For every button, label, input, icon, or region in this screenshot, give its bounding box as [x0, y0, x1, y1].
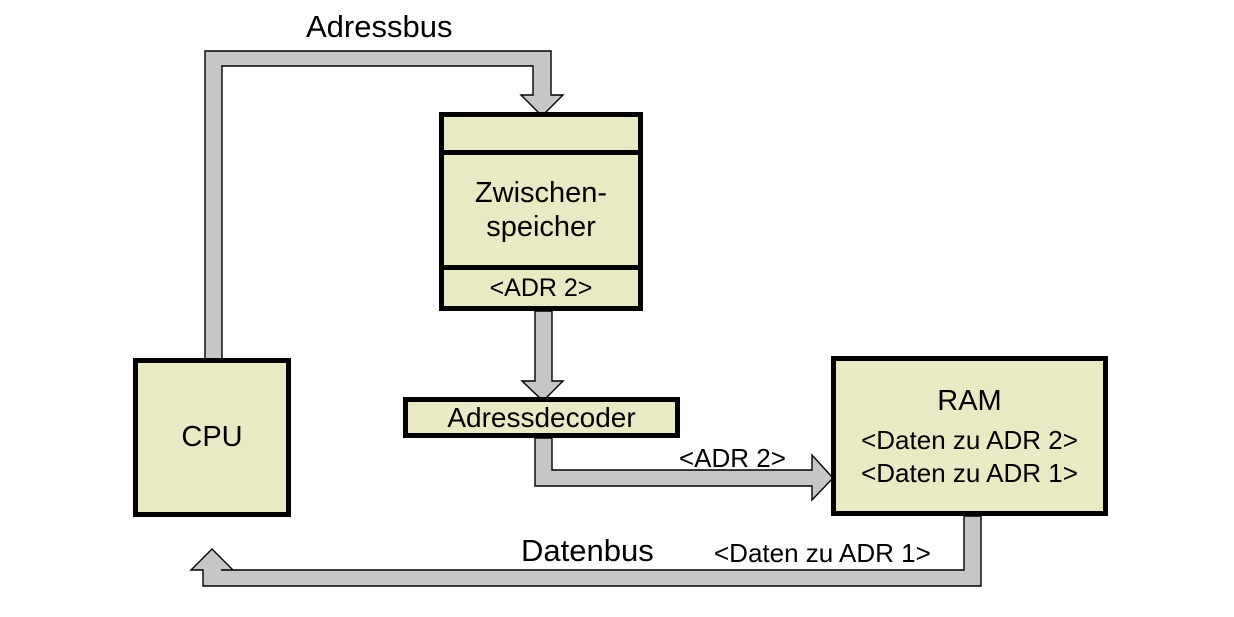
adressbus-label: Adressbus	[306, 9, 453, 44]
node-ram[interactable]: RAM <Daten zu ADR 2> <Daten zu ADR 1>	[831, 356, 1108, 516]
decoder-to-ram-label: <ADR 2>	[679, 443, 786, 473]
buffer-to-decoder-connector	[520, 310, 565, 402]
buffer-cell-empty	[444, 117, 638, 155]
ram-row: <Daten zu ADR 2>	[861, 424, 1078, 455]
node-adressdecoder[interactable]: Adressdecoder	[403, 397, 680, 438]
adressbus-connector	[204, 50, 565, 371]
ram-title: RAM	[937, 384, 1002, 417]
buffer-cell-name: Zwischen- speicher	[444, 155, 638, 270]
cpu-label: CPU	[181, 420, 243, 453]
datenbus-connector	[189, 515, 982, 587]
buffer-cell-value: <ADR 2>	[444, 270, 638, 306]
datenbus-payload-label: <Daten zu ADR 1>	[714, 538, 931, 568]
datenbus-label: Datenbus	[521, 533, 654, 568]
decoder-to-ram-connector	[534, 437, 834, 502]
ram-row: <Daten zu ADR 1>	[861, 457, 1078, 488]
node-zwischenspeicher[interactable]: Zwischen- speicher <ADR 2>	[439, 112, 643, 311]
node-cpu[interactable]: CPU	[133, 358, 291, 517]
adressdecoder-label: Adressdecoder	[447, 401, 636, 433]
